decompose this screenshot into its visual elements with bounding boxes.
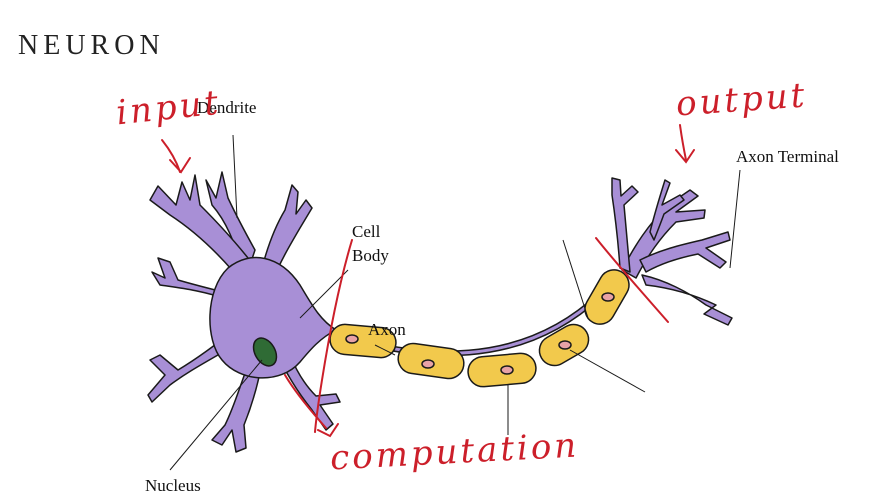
myelin-node-5 xyxy=(601,292,615,302)
axon-leader xyxy=(374,344,396,356)
axon-terminal-shape xyxy=(611,177,733,326)
dendrite-label: Dendrite xyxy=(197,98,257,117)
myelin-node-2 xyxy=(421,359,435,369)
axon-terminal-label: Axon Terminal xyxy=(736,147,839,166)
dendrites xyxy=(147,171,341,453)
nucleus-shape xyxy=(252,337,278,367)
annotation-strokes xyxy=(161,124,695,438)
nucleus-leader xyxy=(169,359,263,471)
input-arrow xyxy=(161,139,191,174)
leader-lines xyxy=(169,134,741,471)
myelin-node-1 xyxy=(345,334,359,344)
nucleus-label: Nucleus xyxy=(145,476,201,495)
myelin-node-4 xyxy=(558,340,572,350)
dendrite-branch-bottom xyxy=(211,359,263,453)
terminal-leader xyxy=(729,169,741,269)
output-arrow xyxy=(675,124,695,164)
cell-body-leader xyxy=(299,269,349,319)
dendrite-branch-top-left xyxy=(149,174,249,271)
dendrite-branch-bottom-right xyxy=(279,354,341,431)
cell-body-label-line2: Body xyxy=(352,246,389,265)
sheath-leader-3 xyxy=(569,349,646,393)
axon-label: Axon xyxy=(368,320,406,339)
dendrite-leader xyxy=(232,134,238,219)
cell-body-shape xyxy=(209,256,338,379)
myelin-sheaths xyxy=(329,269,630,388)
terminal-cut-line xyxy=(595,237,669,323)
page-title: NEURON xyxy=(18,30,165,61)
myelin-node-3 xyxy=(500,365,514,375)
sheath-leader-2 xyxy=(562,239,589,319)
cell-body-label-line1: Cell xyxy=(352,222,381,241)
computation-arrow xyxy=(284,374,339,438)
